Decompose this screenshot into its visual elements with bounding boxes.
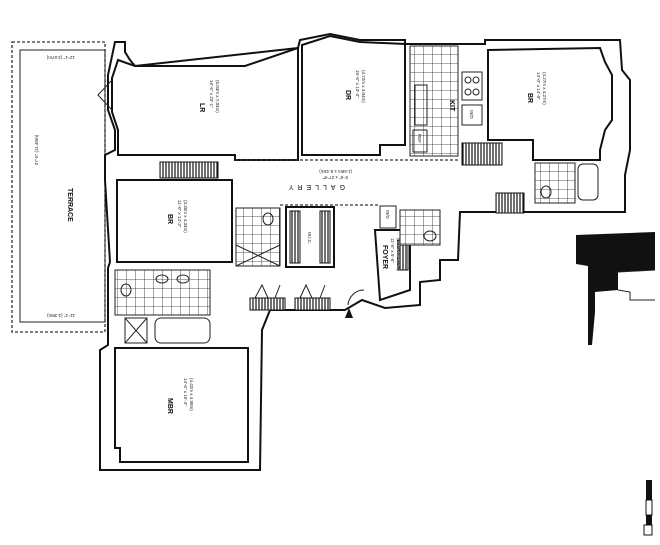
terrace-door[interactable]: [97, 79, 113, 111]
wic-label: W.I.C.: [307, 232, 312, 244]
foyer-label: FOYER: [381, 245, 388, 269]
terrace-dim-top: 12'-1" (3.67m): [46, 55, 75, 60]
foyer-dim-m: (3.51m x 1.65m): [396, 238, 401, 271]
bedroom-left-dim-m: (3.35m x 4.34m): [183, 200, 188, 233]
living-dim-m: (5.03m x 7.04m): [215, 80, 220, 113]
powder-room: W/D: [379, 205, 441, 246]
master-bedroom-dim: 14'-6" x 16'-4": [183, 378, 188, 406]
dining-label: DR: [344, 90, 351, 100]
bedroom-left-label: BR: [166, 214, 173, 224]
room-bedroom-left: BR 11'-0" x 14'-3" (3.35m x 4.34m): [116, 161, 233, 263]
kitchen-wd-label: W/D: [469, 110, 474, 119]
closets-row: [249, 283, 331, 311]
terrace-dim-long: 37'-5" (11.40m): [34, 134, 39, 165]
room-kitchen: W/D REF KIT: [409, 45, 503, 166]
room-bedroom-right: BR 14'-0" x 14'-0" (4.27m x 4.27m): [487, 46, 613, 214]
cooktop: [461, 71, 483, 101]
exterior-wall: [99, 32, 631, 471]
refrigerator-label: REF: [417, 134, 422, 143]
walk-in-closet: W.I.C.: [285, 206, 335, 268]
terrace-label: TERRACE: [66, 188, 73, 222]
room-dining: DR 15'-6" x 13'-3" (4.72m x 4.04m): [301, 34, 406, 156]
bedroom-right-dim: 14'-0" x 14'-0": [536, 72, 541, 100]
key-plan: [576, 232, 656, 345]
gallery-label: GALLERY: [285, 183, 345, 190]
terrace-dim-bottom: 11'-1" (3.38m): [47, 313, 75, 318]
gallery-dim-m: (1.68m x 8.43m): [319, 169, 352, 174]
bathroom-right: [534, 162, 576, 204]
toilet-icon: [540, 185, 552, 199]
bathtub-icon: [577, 163, 599, 201]
scale-bar: [643, 480, 653, 536]
master-bedroom-dim-m: (4.42m x 4.98m): [189, 378, 194, 411]
room-master-bedroom: MBR 14'-6" x 16'-4" (4.42m x 4.98m): [114, 347, 249, 463]
bedroom-right-dim-m: (4.27m x 4.27m): [542, 72, 547, 105]
bathroom-master: [114, 269, 211, 344]
gallery: GALLERY 5'-6" x 27'-8" (1.68m x 8.43m): [235, 159, 460, 206]
dining-dim: 15'-6" x 13'-3": [355, 70, 360, 98]
terrace: TERRACE 37'-5" (11.40m) 12'-1" (3.67m) 1…: [11, 41, 106, 333]
living-label: LR: [198, 103, 205, 112]
bathtub-icon: [154, 317, 211, 344]
bedroom-left-dim: 11'-0" x 14'-3": [177, 200, 182, 228]
closet-shelving: [461, 142, 503, 166]
foyer-dim: 11'-6" x 5'-5": [390, 238, 395, 263]
entry-door[interactable]: [347, 289, 365, 306]
room-living: LR 16'-6" x 23'-1" (5.03m x 7.04m): [97, 46, 299, 161]
toilet-icon: [423, 230, 437, 242]
living-dim: 16'-6" x 23'-1": [209, 80, 214, 108]
foyer: FOYER 11'-6" x 5'-5" (3.51m x 1.65m): [345, 229, 411, 318]
kitchen-label: KIT: [448, 100, 455, 112]
gallery-dim: 5'-6" x 27'-8": [322, 175, 348, 180]
bathroom-hall: [235, 207, 281, 267]
master-bedroom-label: MBR: [166, 398, 173, 414]
washer-label: W/D: [385, 210, 390, 219]
entry-arrow-icon: [345, 308, 353, 318]
bedroom-right-label: BR: [526, 93, 533, 103]
dining-dim-m: (4.72m x 4.04m): [361, 70, 366, 103]
